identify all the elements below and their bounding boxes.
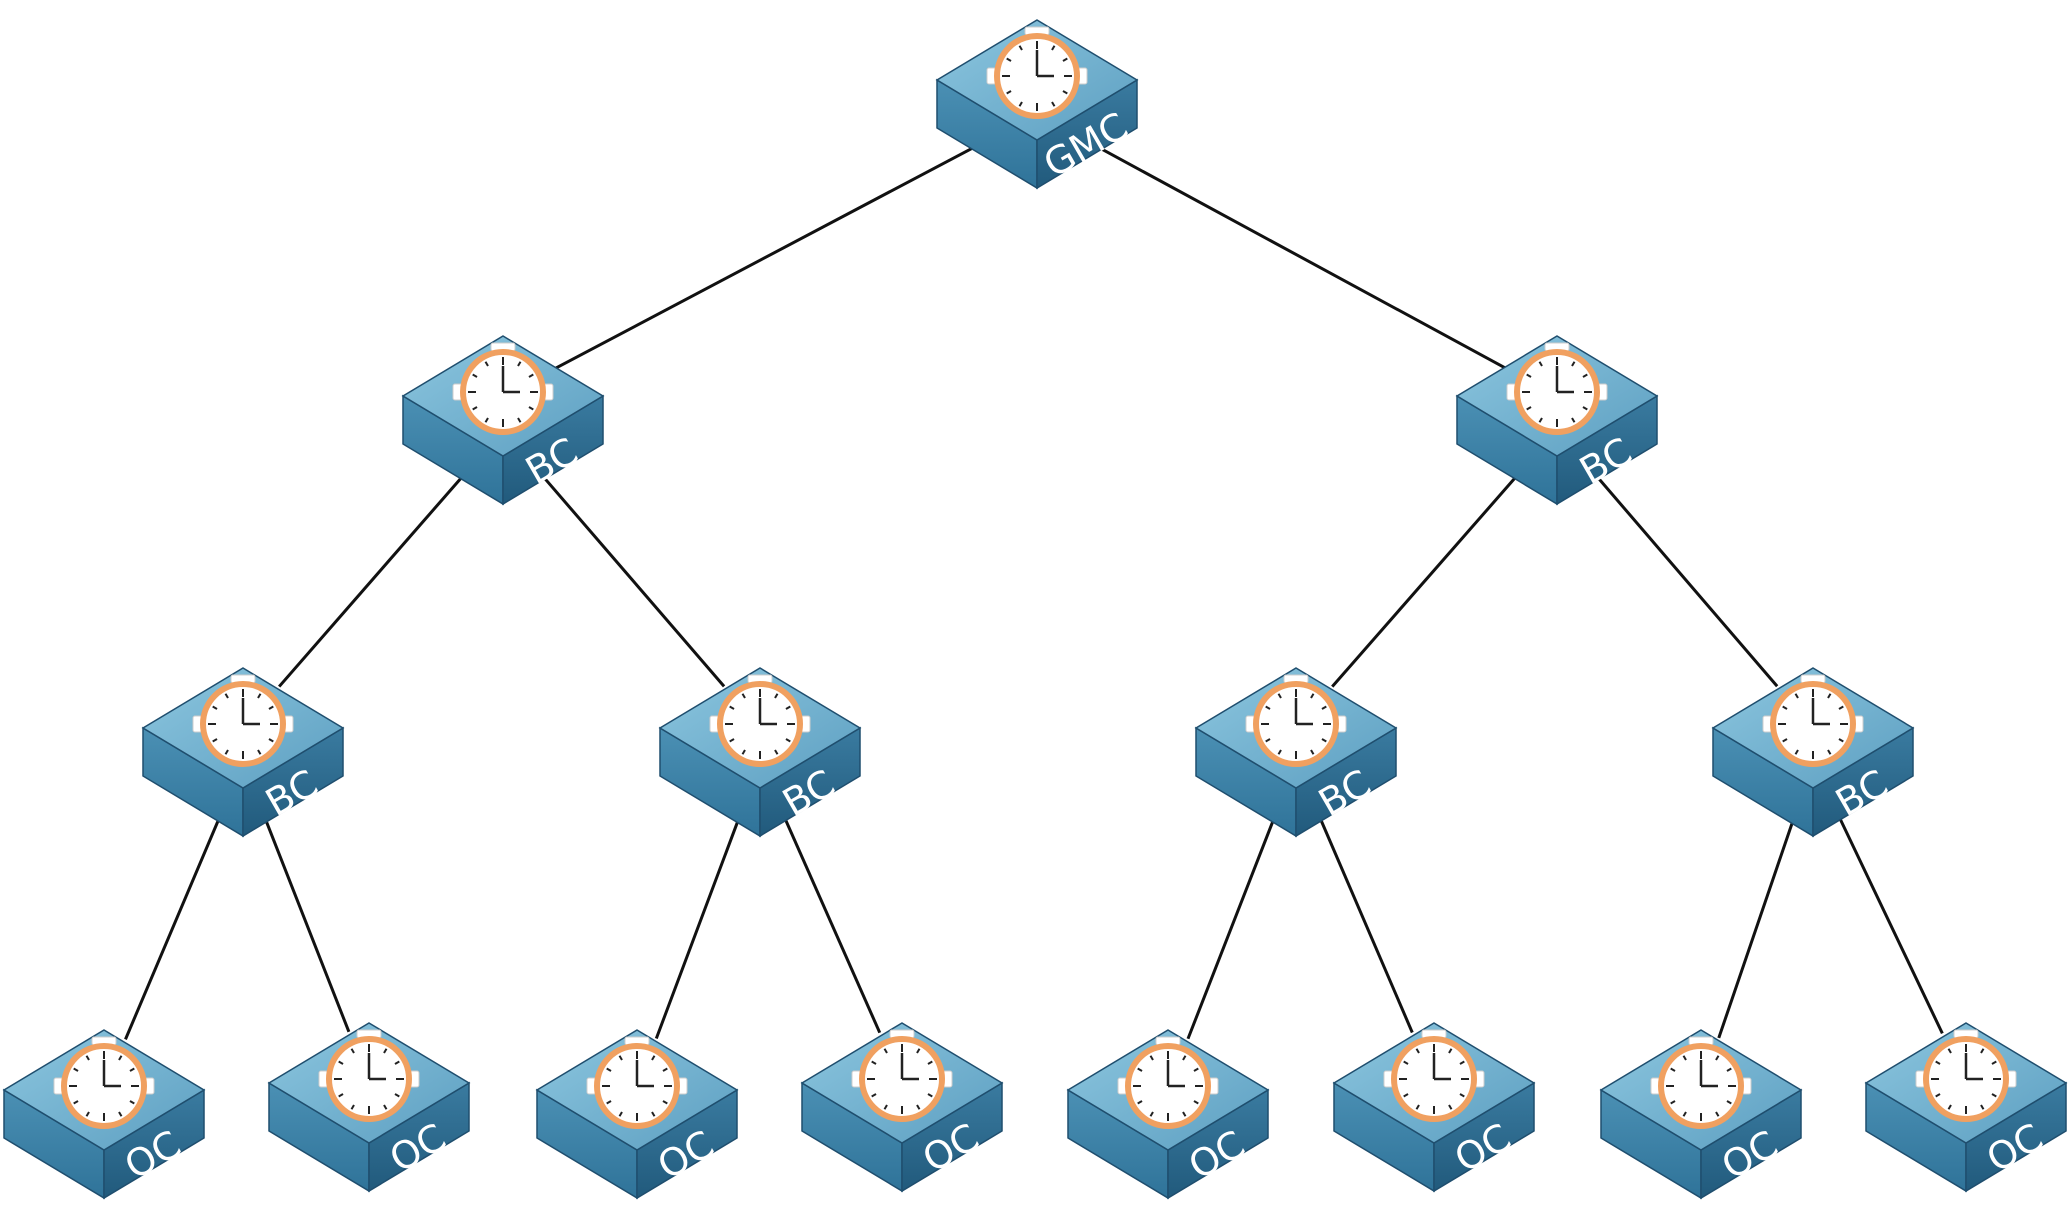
link-bc2-bc22 [1594, 474, 1779, 688]
link-bc21-oc5 [1186, 817, 1276, 1040]
nodes-layer: GMC BC BC BC BC BC BC OC OC OC OC OC OC OC OC [2, 19, 2068, 1200]
clock-icon [986, 26, 1088, 119]
clock-icon [1506, 342, 1608, 435]
clock-icon [318, 1029, 420, 1122]
node-bc11[interactable]: BC [141, 667, 345, 838]
clock-icon [192, 674, 294, 767]
clock-icon [1245, 674, 1347, 767]
link-bc2-bc21 [1331, 474, 1519, 688]
link-bc22-oc7 [1717, 818, 1796, 1039]
link-bc1-bc11 [278, 474, 465, 688]
link-gmc-bc1 [550, 140, 985, 372]
clock-icon [1650, 1036, 1752, 1129]
node-oc6[interactable]: OC [1332, 1022, 1536, 1193]
node-bc2[interactable]: BC [1455, 335, 1659, 506]
link-bc22-oc8 [1837, 815, 1944, 1034]
link-bc21-oc6 [1318, 816, 1414, 1034]
clock-icon [851, 1029, 953, 1122]
clock-icon [709, 674, 811, 767]
node-bc1[interactable]: BC [401, 335, 605, 506]
link-bc12-oc4 [782, 816, 882, 1034]
node-gmc[interactable]: GMC [935, 19, 1139, 190]
clock-icon [1383, 1029, 1485, 1122]
clock-icon [1915, 1029, 2017, 1122]
clock-icon [53, 1036, 155, 1129]
node-bc21[interactable]: BC [1194, 667, 1398, 838]
node-oc5[interactable]: OC [1066, 1029, 1270, 1200]
node-oc2[interactable]: OC [267, 1022, 471, 1193]
clock-icon [1762, 674, 1864, 767]
link-bc11-oc1 [124, 816, 221, 1040]
node-bc12[interactable]: BC [658, 667, 862, 838]
node-oc8[interactable]: OC [1864, 1022, 2068, 1193]
link-bc1-bc12 [541, 474, 726, 688]
node-bc22[interactable]: BC [1711, 667, 1915, 838]
clock-icon [1117, 1036, 1219, 1129]
clock-icon [586, 1036, 688, 1129]
link-gmc-bc2 [1089, 141, 1510, 372]
node-oc7[interactable]: OC [1599, 1029, 1803, 1200]
node-oc4[interactable]: OC [800, 1022, 1004, 1193]
node-oc1[interactable]: OC [2, 1029, 206, 1200]
links-layer [124, 140, 1944, 1040]
node-oc3[interactable]: OC [535, 1029, 739, 1200]
clock-icon [452, 342, 554, 435]
link-bc11-oc2 [263, 817, 351, 1033]
link-bc12-oc3 [654, 817, 741, 1040]
